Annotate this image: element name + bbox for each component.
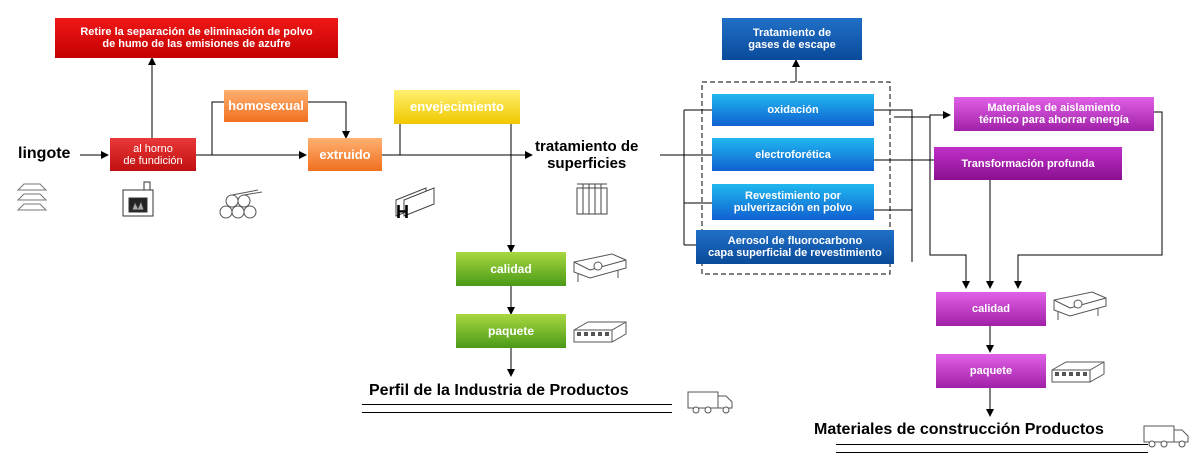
log-pile-icon — [219, 189, 263, 219]
collector-oxidation — [874, 109, 913, 262]
profile-bundle-icon — [573, 321, 627, 343]
arrow-left-to-quality — [929, 117, 970, 289]
surface-treatment-label: tratamiento de superficies — [535, 138, 638, 172]
package-left-box: paquete — [456, 314, 566, 348]
exhaust-line-2: gases de escape — [748, 39, 836, 51]
construction-underline-1 — [836, 444, 1148, 445]
profile-underline-1 — [362, 404, 672, 405]
furnace-line-1: al horno — [133, 142, 173, 155]
furnace-box: al horno de fundición — [110, 138, 196, 171]
exhaust-line-1: Tratamiento de — [752, 27, 832, 39]
furnace-line-2: de fundición — [123, 154, 183, 167]
construction-title: Materiales de construcción Productos — [814, 421, 1104, 438]
electrophoretic-box: electroforética — [712, 138, 874, 171]
insulation-box: Materiales de aislamiento térmico para a… — [954, 97, 1154, 131]
arrow-insulation-loop — [1014, 111, 1163, 289]
powder-coating-box: Revestimiento por pulverización en polvo — [712, 184, 874, 220]
emissions-line-2: de humo de las emisiones de azufre — [102, 38, 291, 50]
powder-line-1: Revestimiento por — [745, 190, 841, 202]
fluorocarbon-line-1: Aerosol de fluorocarbono — [727, 235, 863, 247]
oxidation-box: oxidación — [712, 94, 874, 126]
fluorocarbon-line-2: capa superficial de revestimiento — [708, 247, 882, 259]
quality-right-box: calidad — [936, 292, 1046, 326]
surface-line-1: tratamiento de — [535, 138, 639, 155]
extrude-box: extruido — [308, 138, 382, 171]
electrophoretic-label: electroforética — [755, 148, 831, 161]
surface-line-2: superficies — [547, 155, 627, 172]
delivery-truck-icon — [687, 391, 733, 414]
profile-industry-title: Perfil de la Industria de Productos — [369, 382, 629, 399]
surface-tank-icon — [576, 183, 608, 215]
package-right-box: paquete — [936, 354, 1046, 388]
insulation-line-2: térmico para ahorrar energía — [979, 114, 1129, 126]
construction-underline-2 — [836, 452, 1148, 453]
insulation-line-1: Materiales de aislamiento — [987, 102, 1121, 114]
inspection-table-icon — [573, 253, 627, 282]
ingot-stack-icon — [16, 183, 48, 211]
emissions-box: Retire la separación de eliminación de p… — [55, 18, 338, 58]
package-left-label: paquete — [487, 324, 534, 338]
deep-processing-label: Transformación profunda — [961, 157, 1095, 170]
oxidation-label: oxidación — [767, 104, 819, 116]
profile-underline-2 — [362, 412, 672, 413]
ingot-label: lingote — [18, 145, 71, 162]
homogenize-label: homosexual — [228, 98, 304, 113]
fluorocarbon-box: Aerosol de fluorocarbono capa superficia… — [696, 230, 894, 264]
quality-right-label: calidad — [972, 303, 1010, 315]
furnace-icon — [122, 181, 154, 217]
quality-left-box: calidad — [456, 252, 566, 286]
delivery-truck-icon — [1143, 425, 1189, 448]
line-to-homogenize — [211, 101, 224, 155]
aging-box: envejecimiento — [394, 90, 520, 124]
emissions-line-1: Retire la separación de eliminación de p… — [80, 26, 313, 38]
exhaust-box: Tratamiento de gases de escape — [722, 18, 862, 60]
arrow-to-insulation — [894, 111, 951, 119]
homogenize-box: homosexual — [224, 90, 308, 122]
surface-group-frame — [701, 81, 891, 275]
quality-left-label: calidad — [490, 262, 532, 276]
aging-label: envejecimiento — [410, 99, 504, 114]
powder-line-2: pulverización en polvo — [733, 202, 853, 214]
inspection-table-icon — [1053, 291, 1107, 320]
arrow-homogenize-extrude — [308, 101, 350, 139]
profile-bundle-icon — [1051, 361, 1105, 383]
h-beam-icon: H — [395, 187, 435, 220]
svg-text:H: H — [396, 202, 409, 220]
deep-processing-box: Transformación profunda — [934, 147, 1122, 180]
extrude-label: extruido — [319, 146, 371, 162]
package-right-label: paquete — [969, 365, 1013, 377]
